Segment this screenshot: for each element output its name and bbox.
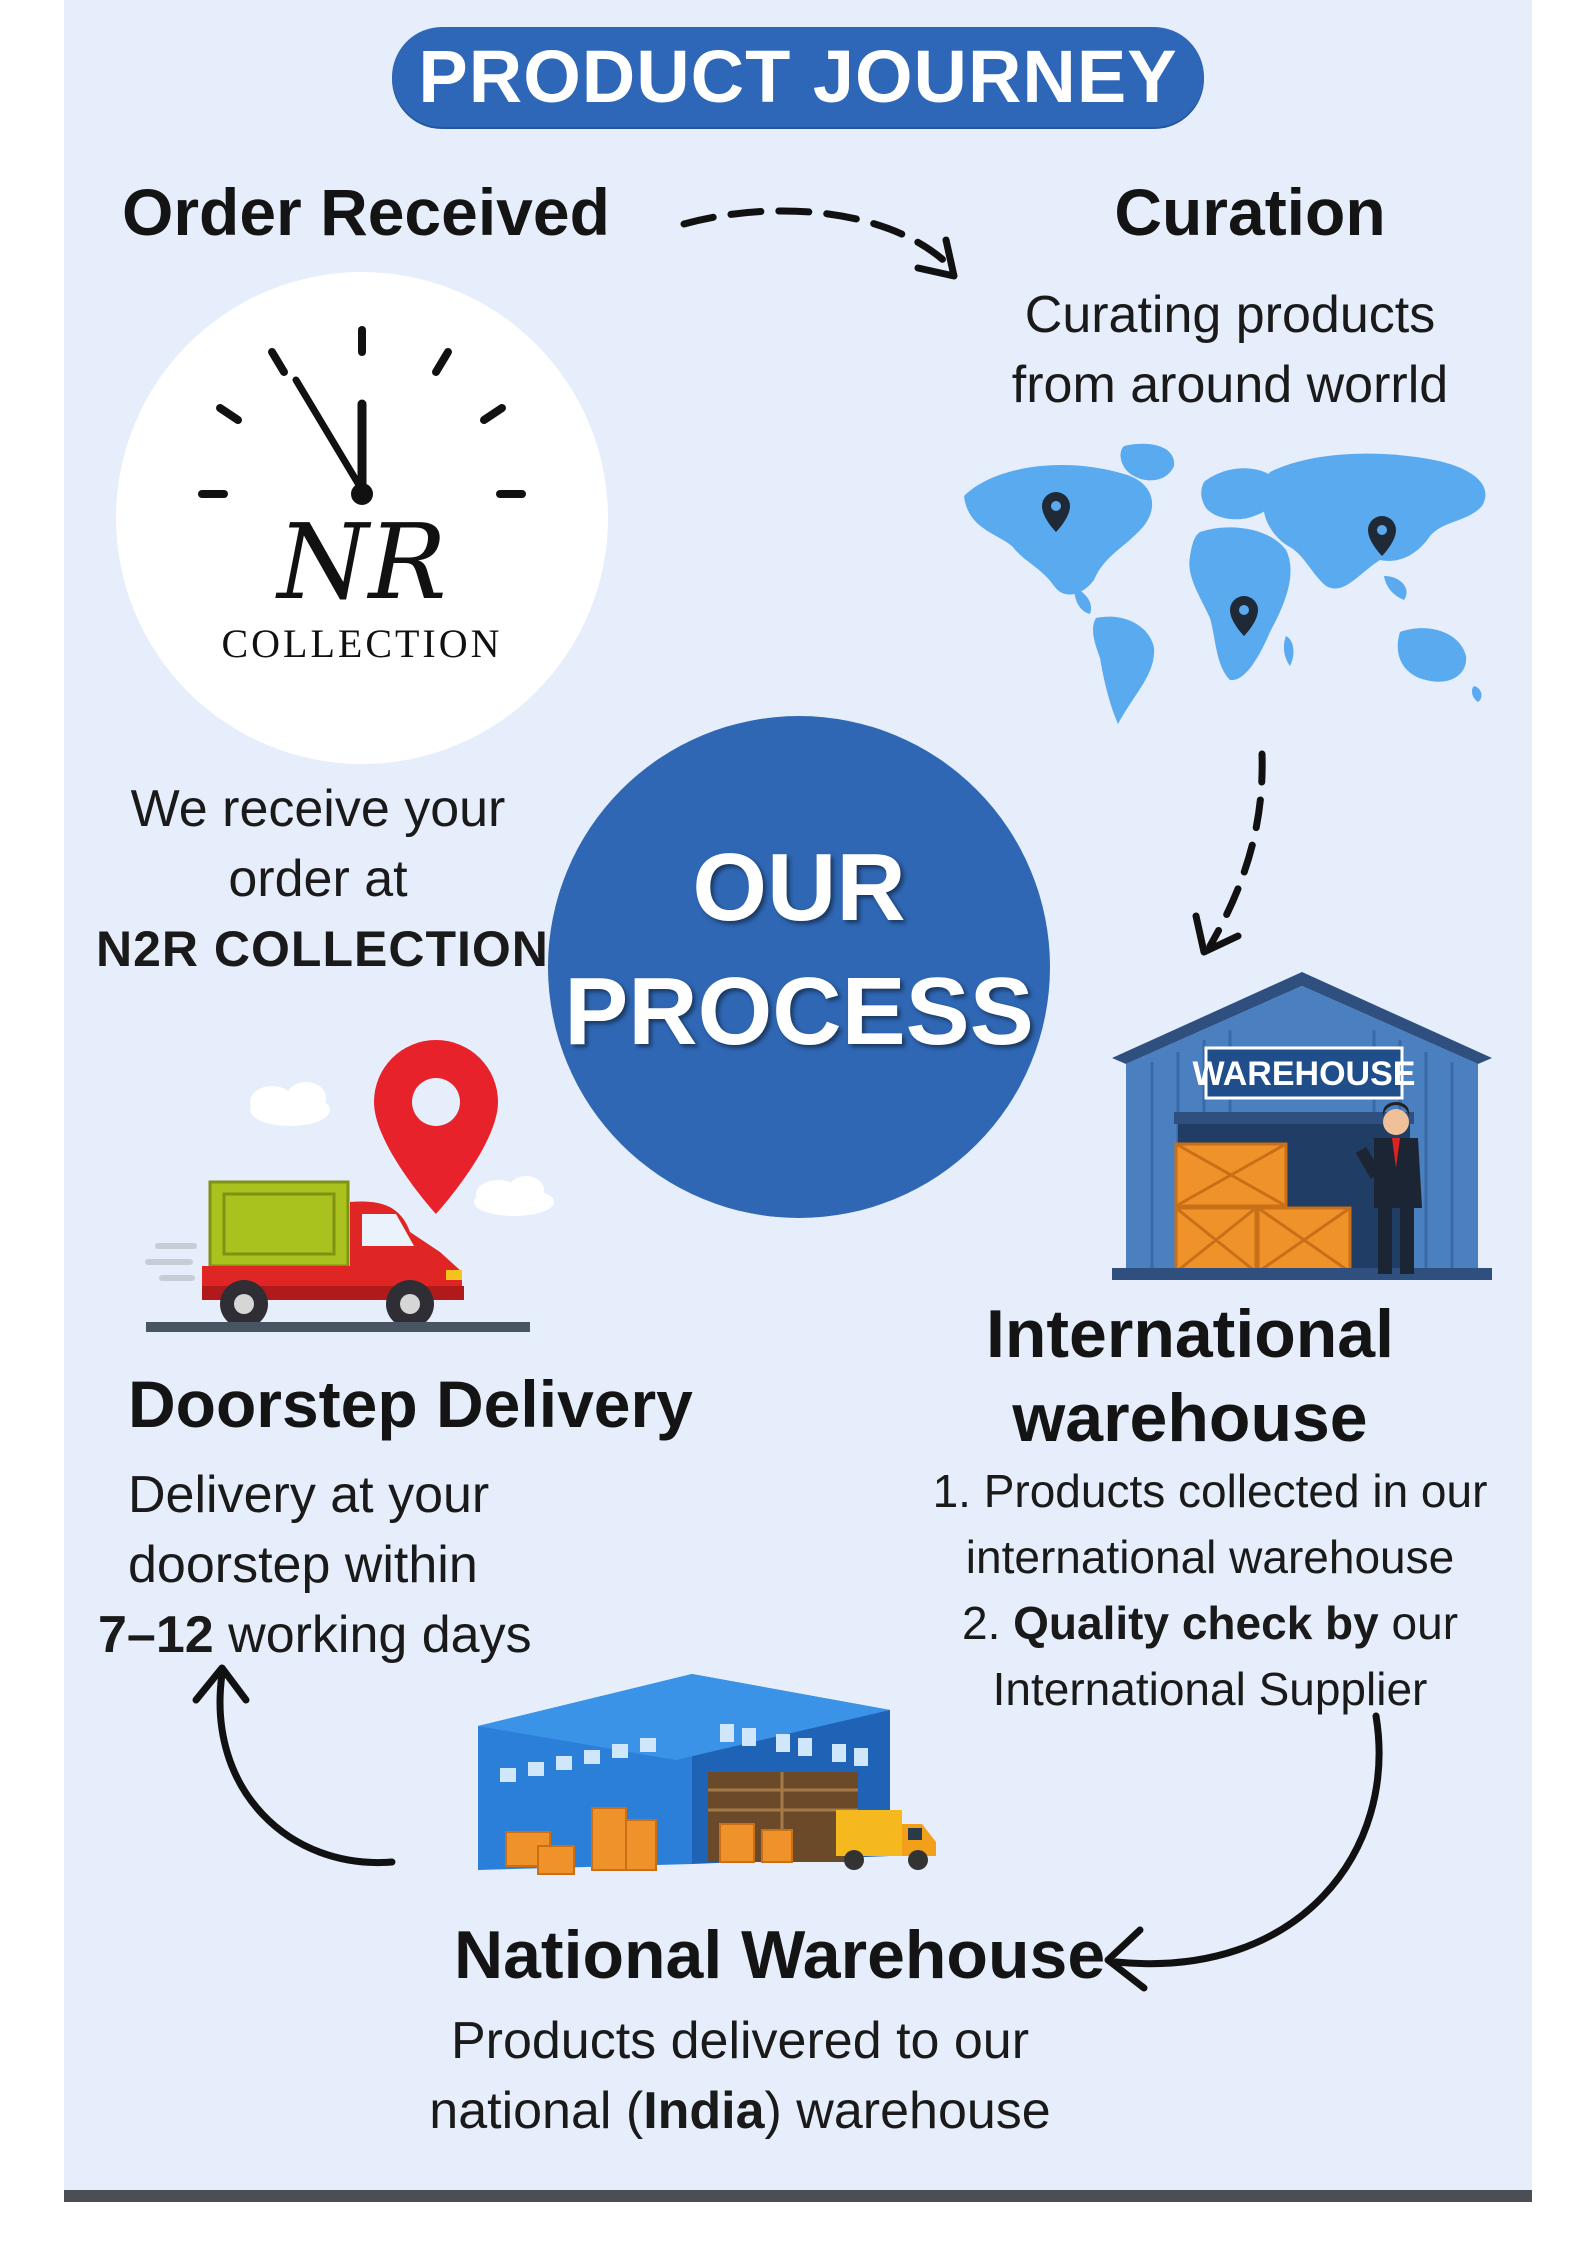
curation-heading: Curation (1114, 175, 1386, 249)
international-item1: 1. Products collected in our (932, 1465, 1488, 1517)
our-process-line2: PROCESS (564, 958, 1034, 1065)
national-warehouse-text: Products delivered to our national (Indi… (380, 2006, 1100, 2146)
doorstep-line1: Delivery at your (128, 1466, 490, 1524)
map-pin-icon (1042, 492, 1396, 636)
item2-bold: Quality check (1013, 1597, 1313, 1649)
order-received-line2: order at (228, 850, 408, 908)
bottom-divider (64, 2190, 1532, 2202)
doorstep-line3: 7–12 working days (98, 1600, 658, 1670)
world-map-icon (964, 443, 1486, 724)
doorstep-line2: doorstep within (128, 1536, 478, 1594)
national-line1: Products delivered to our (450, 2012, 1030, 2070)
title-pill (392, 27, 1204, 127)
national-line2: national (India) warehouse (380, 2076, 1100, 2146)
international-heading-line2: warehouse (1012, 1380, 1368, 1456)
order-received-line1: We receive your (130, 780, 506, 838)
order-received-heading: Order Received (122, 175, 610, 249)
logo-monogram: NR (274, 501, 446, 623)
order-received-text: We receive your order at N2R COLLECTION (96, 774, 549, 984)
distribution-center-icon (478, 1674, 936, 1875)
curation-text: Curating products from around worrld (950, 280, 1510, 420)
international-warehouse-heading: International warehouse (930, 1292, 1450, 1460)
delivery-days: 7–12 (98, 1606, 214, 1664)
our-process-label: OUR PROCESS (548, 826, 1050, 1074)
our-process-circle (548, 716, 1050, 1218)
delivery-days-suffix: working days (213, 1606, 532, 1664)
national-line2-suffix: ) warehouse (764, 2082, 1051, 2140)
international-warehouse-text: 1. Products collected in our internation… (890, 1458, 1530, 1722)
logo-word: COLLECTION (221, 621, 502, 666)
national-country: India (643, 2082, 765, 2140)
location-pin-icon (374, 1039, 499, 1214)
doorstep-delivery-text: Delivery at your doorstep within (128, 1460, 588, 1600)
our-process-line1: OUR (692, 834, 906, 941)
international-item1-cont: international warehouse (965, 1531, 1455, 1583)
international-heading-line1: International (985, 1296, 1395, 1372)
order-received-brand: N2R COLLECTION (96, 921, 549, 977)
national-line2-prefix: national ( (429, 2082, 644, 2140)
international-item2: 2. Quality check by our (890, 1590, 1530, 1656)
cloud-icon (250, 1082, 554, 1216)
international-item2-cont: International Supplier (992, 1663, 1428, 1715)
doorstep-delivery-heading: Doorstep Delivery (128, 1367, 693, 1441)
item2-mid: by (1312, 1597, 1392, 1649)
item2-rest: our (1391, 1597, 1459, 1649)
clock-icon: NR COLLECTION (198, 326, 526, 666)
curation-line2: from around worrld (1011, 356, 1449, 414)
page-title: PRODUCT JOURNEY (418, 35, 1178, 118)
warehouse-sign: WAREHOUSE (1193, 1055, 1416, 1093)
warehouse-icon: WAREHOUSE (1112, 972, 1492, 1280)
curation-line1: Curating products (1024, 286, 1436, 344)
businessman-icon (1355, 1102, 1422, 1274)
delivery-truck-icon (145, 1039, 554, 1332)
item2-prefix: 2. (961, 1597, 1014, 1649)
national-warehouse-heading: National Warehouse (454, 1917, 1106, 1993)
